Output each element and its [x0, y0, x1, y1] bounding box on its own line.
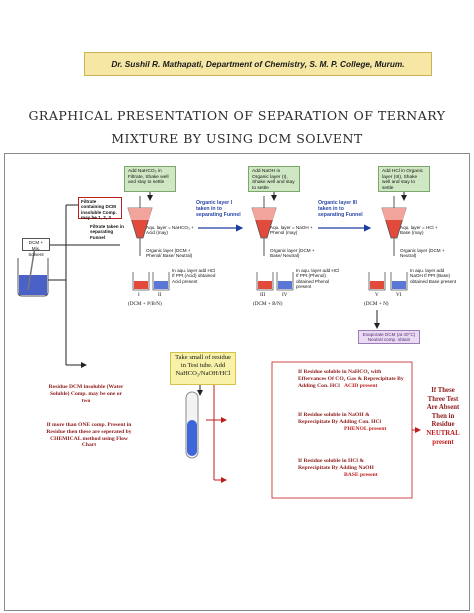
- phenol-result: PHENOL present: [344, 425, 387, 432]
- page-subtitle: MIXTURE BY USING DCM SOLVENT: [111, 131, 363, 146]
- acid-result: ACID present: [344, 382, 378, 389]
- beaker-caption-2: (DCM + B/N): [253, 301, 283, 307]
- evaporate-box: Evaporate DCM (at 40°C) Neutral comp. ob…: [358, 330, 420, 344]
- beaker-caption-3: (DCM + N): [364, 301, 389, 307]
- page-title: GRAPHICAL PRESENTATION OF SEPARATION OF …: [28, 108, 446, 123]
- beaker-II: [152, 272, 170, 291]
- beaker-VI-label: VI: [396, 292, 402, 298]
- neutral-note: If These Three Test Are Absent Then in R…: [420, 387, 466, 447]
- aqueous-layer-3: Aqu. layer = HCl + Base (may): [400, 225, 438, 236]
- beaker-IV-label: IV: [282, 292, 288, 298]
- phenol-condition: If Residue soluble in NaOH & Reprecipita…: [298, 412, 412, 432]
- separating-funnel-2: [251, 196, 277, 256]
- organic-layer-3-label: Organic layer III taken in to separating…: [318, 200, 363, 218]
- reagent-box-3: Add HCl in Organic layer (III), Shake we…: [378, 166, 430, 192]
- author-banner: Dr. Sushil R. Mathapati, Department of C…: [84, 52, 432, 76]
- separating-funnel-1: [127, 196, 153, 256]
- reagent-box-1: Add NaHCO₃ in Filtrate, Shake well and s…: [124, 166, 176, 192]
- base-result: BASE present: [344, 471, 378, 478]
- aqueous-layer-2: Aqu. layer = NaOH + Phenol (may): [270, 225, 313, 236]
- beaker-IV: [276, 272, 294, 291]
- filtrate-taken-label: Filtrate taken in separating Funnel: [90, 224, 124, 240]
- residue-test-box: Take small of residue in Test tube. Add …: [170, 352, 236, 385]
- beaker-II-label: II: [158, 292, 162, 298]
- organic-layer-1-label: Organic layer I taken in to separating F…: [196, 200, 241, 218]
- filtrate-box: Filtrate containing DCM insoluble Comp. …: [78, 197, 122, 220]
- organic-layer-3: Organic layer (DCM + Neutral): [400, 248, 445, 259]
- aqueous-layer-1: Aqu. layer = NaHCO₃ + Acid (may): [146, 225, 194, 236]
- test-note-2: In aqu. layer add HCl If PPt (Phenol) ob…: [296, 268, 340, 290]
- base-condition: If Residue soluble in HCl & Reprecipitat…: [298, 458, 412, 478]
- beaker-V-label: V: [375, 292, 379, 298]
- beaker-III-label: III: [260, 292, 266, 298]
- residue-description: Residue DCM insoluble (Water Soluble) Co…: [48, 384, 124, 404]
- beaker-V: [368, 272, 386, 291]
- separating-funnel-3: [381, 196, 407, 256]
- multiple-components-note: If more than ONE comp. Present in Residu…: [46, 422, 132, 449]
- test-note-1: In aqu. layer add HCl If PPt (Acid) obta…: [172, 268, 216, 284]
- beaker-III: [256, 272, 274, 291]
- beaker-caption-1: (DCM + P/B/N): [128, 301, 162, 307]
- acid-condition: If Residue soluble in NaHCO₃ with Efferv…: [298, 369, 404, 389]
- organic-layer-2: Organic layer (DCM + Base/ Neutral): [270, 248, 315, 259]
- neutral-result: NEUTRAL: [426, 429, 460, 437]
- organic-layer-1: Organic layer (DCM + Phenol/ Base/ Neutr…: [146, 248, 193, 259]
- test-tube: [185, 391, 199, 459]
- reagent-box-2: Add NaOH in Organic layer (I), Shake wel…: [248, 166, 300, 192]
- beaker-I: [132, 272, 150, 291]
- beaker-I-label: I: [138, 292, 140, 298]
- mixture-beaker: [17, 239, 49, 297]
- test-note-3: In aqu. layer add NaOH If PPt (Base) obt…: [410, 268, 456, 284]
- dcm-mixture-label: DCM + Mix. Solvent: [22, 238, 50, 257]
- diagram-frame: [4, 153, 470, 611]
- beaker-VI: [390, 272, 408, 291]
